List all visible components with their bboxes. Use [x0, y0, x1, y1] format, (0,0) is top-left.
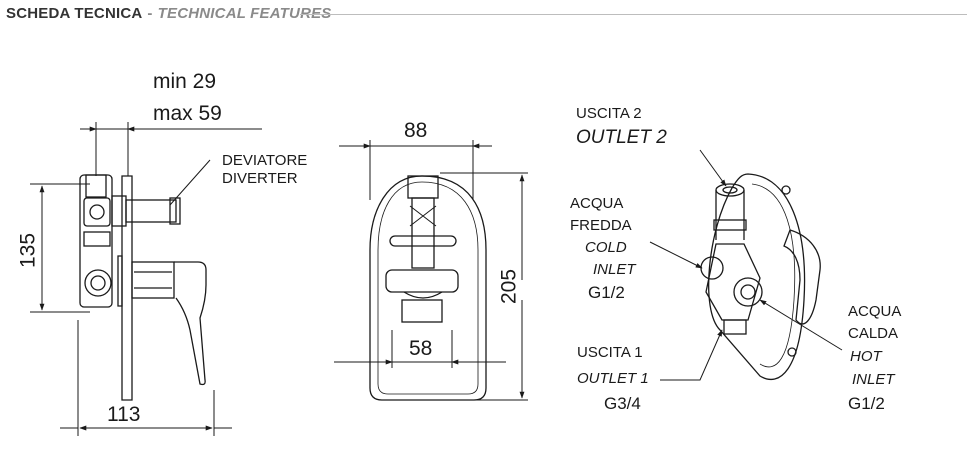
diverter-label-it: DEVIATORE: [222, 152, 308, 169]
cold-label-en-2: INLET: [593, 261, 636, 278]
cold-label-it-2: FREDDA: [570, 217, 632, 234]
height-135-label: 135: [16, 232, 40, 269]
outlet1-label-it: USCITA 1: [577, 344, 643, 361]
header-title-it: SCHEDA TECNICA: [6, 4, 143, 22]
section-header: SCHEDA TECNICA - TECHNICAL FEATURES: [6, 2, 332, 24]
front-view: [334, 140, 528, 401]
cold-label-it-1: ACQUA: [570, 195, 624, 212]
plate-height-205-label: 205: [497, 268, 521, 305]
outlet2-label-it: USCITA 2: [576, 105, 642, 122]
depth-min-label: min 29: [153, 70, 217, 93]
header-separator: -: [147, 4, 153, 22]
header-title-en: TECHNICAL FEATURES: [157, 4, 332, 22]
hot-label-en-1: HOT: [850, 348, 882, 365]
header-rule: [300, 14, 967, 15]
cold-size-label: G1/2: [588, 283, 625, 302]
outlet1-label-en: OUTLET 1: [577, 370, 649, 387]
iso-view: [649, 149, 843, 381]
outlet2-label-en: OUTLET 2: [576, 127, 667, 148]
side-view: [30, 122, 262, 436]
outlet1-size-label: G3/4: [604, 394, 641, 413]
hot-label-en-2: INLET: [852, 371, 895, 388]
hot-size-label: G1/2: [848, 394, 885, 413]
inner-width-58-label: 58: [409, 337, 433, 360]
hot-label-it-2: CALDA: [848, 325, 899, 342]
width-113-label: 113: [107, 403, 141, 426]
cold-label-en-1: COLD: [585, 239, 627, 256]
depth-max-label: max 59: [153, 102, 222, 125]
plate-width-88-label: 88: [404, 119, 428, 142]
hot-label-it-1: ACQUA: [848, 303, 902, 320]
diverter-label-en: DIVERTER: [222, 170, 298, 187]
